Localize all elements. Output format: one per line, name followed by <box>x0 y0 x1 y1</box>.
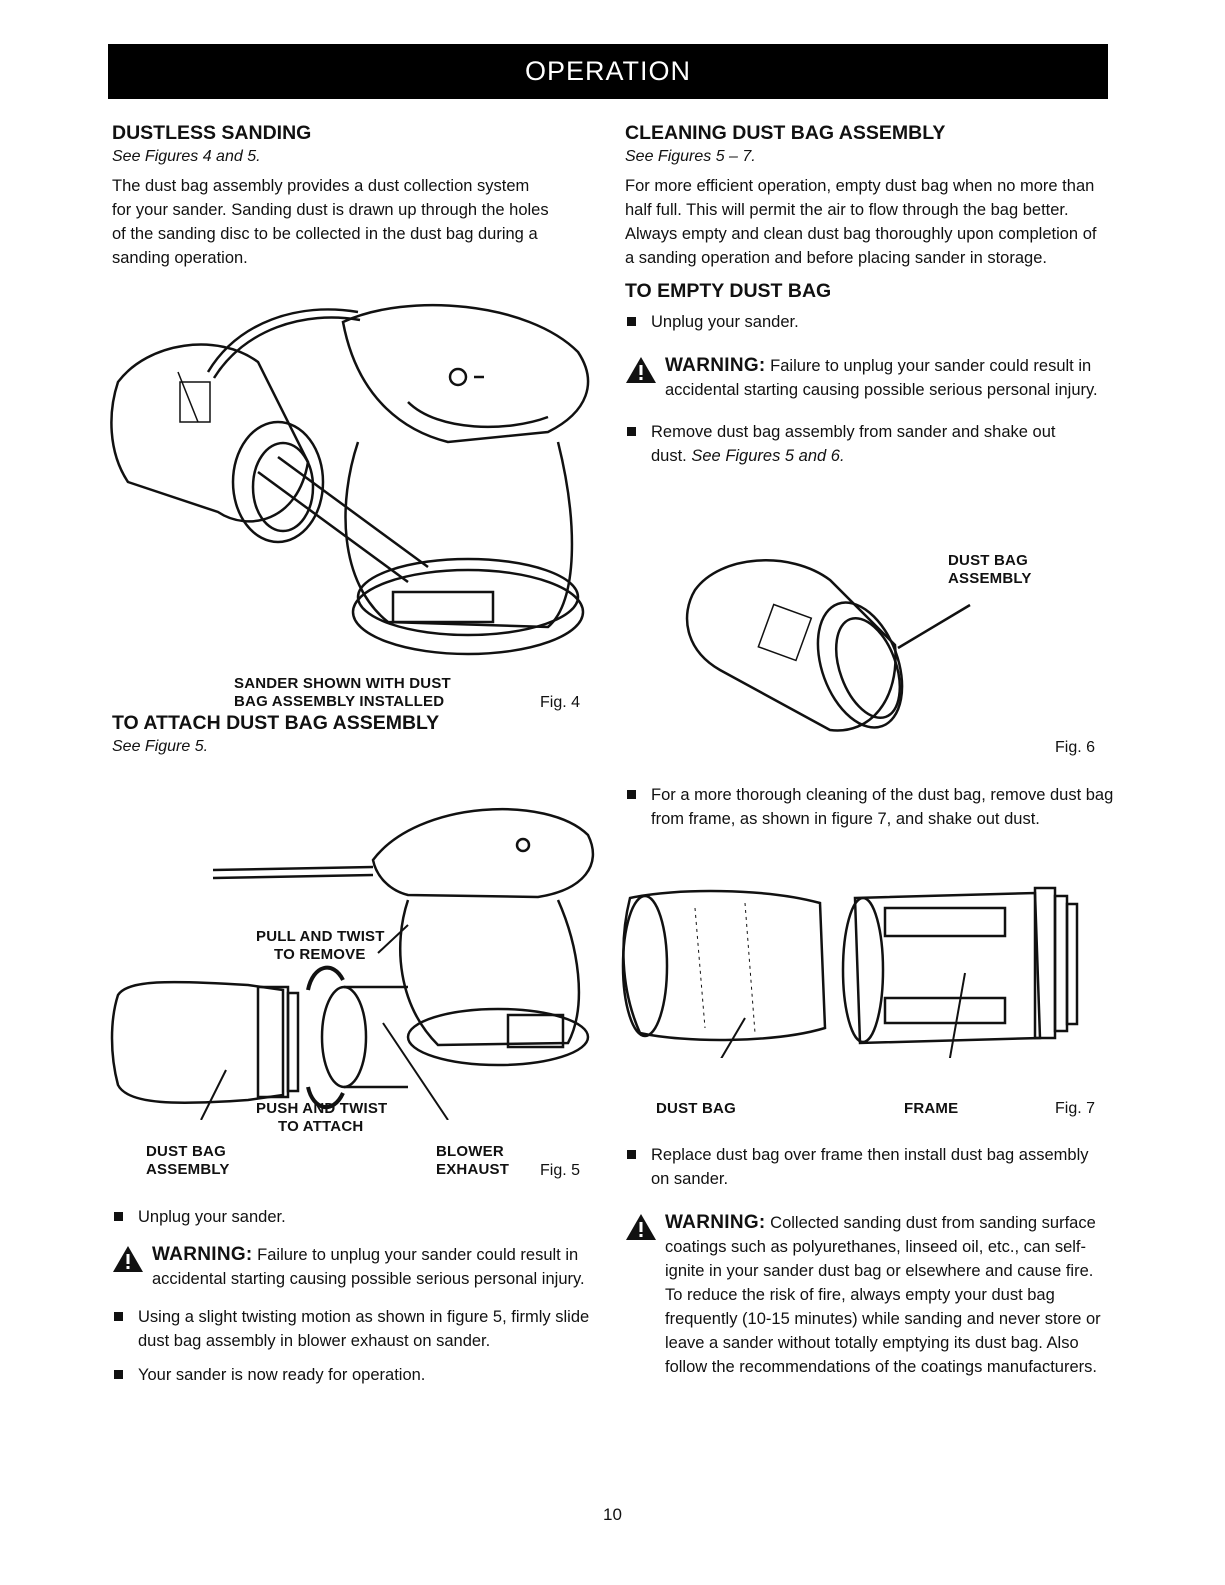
attach-heading: TO ATTACH DUST BAG ASSEMBLY <box>112 712 440 734</box>
cleaning-body: For more efficient operation, empty dust… <box>625 177 1097 267</box>
fig5-push-callout: PUSH AND TWIST TO ATTACH <box>256 1100 387 1136</box>
warning-icon <box>626 357 656 383</box>
dustless-sanding-heading: DUSTLESS SANDING <box>112 122 312 144</box>
section-banner: OPERATION <box>108 44 1108 99</box>
dustless-sanding-body: The dust bag assembly provides a dust co… <box>112 177 549 267</box>
bullet-unplug-left: Unplug your sander. <box>112 1205 600 1229</box>
bullet-unplug-right: Unplug your sander. <box>625 310 1115 334</box>
bullet-remove: Remove dust bag assembly from sander and… <box>625 420 1071 468</box>
thorough-section: For a more thorough cleaning of the dust… <box>625 783 1115 831</box>
fig5-blower-line1: BLOWER <box>436 1143 504 1160</box>
warning-left-text: Failure to unplug your sander could resu… <box>152 1246 585 1288</box>
fig6-label: Fig. 6 <box>1055 739 1096 756</box>
attach-section: TO ATTACH DUST BAG ASSEMBLY See Figure 5… <box>112 710 600 758</box>
fig5-pull-line2: TO REMOVE <box>274 946 366 963</box>
page-title: OPERATION <box>524 56 692 86</box>
dust-bag-and-frame-illustration <box>621 886 1079 1058</box>
fig4-caption-line2: BAG ASSEMBLY INSTALLED <box>234 693 445 710</box>
warning-icon <box>626 1214 656 1240</box>
warning-right-1-text: Failure to unplug your sander could resu… <box>665 357 1098 399</box>
empty-heading: TO EMPTY DUST BAG <box>625 280 832 302</box>
fig6-callout-line2: ASSEMBLY <box>948 570 1032 587</box>
attach-dust-bag-illustration <box>110 807 595 1120</box>
bullet-slide: Using a slight twisting motion as shown … <box>112 1305 598 1353</box>
fig5-pull-callout: PULL AND TWIST TO REMOVE <box>256 928 385 964</box>
fig4-caption: SANDER SHOWN WITH DUST BAG ASSEMBLY INST… <box>234 675 451 711</box>
dustless-sanding-see: See Figures 4 and 5. <box>112 148 261 165</box>
warning-left: WARNING: Failure to unplug your sander c… <box>112 1243 622 1291</box>
warning-left-label: WARNING: <box>152 1244 253 1265</box>
sander-with-dust-bag-illustration <box>110 303 590 656</box>
fig5-blower-callout: BLOWER EXHAUST <box>436 1143 509 1179</box>
bullet-remove-text: Remove dust bag assembly from sander and… <box>651 423 1056 465</box>
fig5-pull-line1: PULL AND TWIST <box>256 928 385 945</box>
warning-right-1: WARNING: Failure to unplug your sander c… <box>625 354 1115 402</box>
fig5-blower-line2: EXHAUST <box>436 1161 510 1178</box>
cleaning-see: See Figures 5 – 7. <box>625 148 756 165</box>
fig5-push-line2: TO ATTACH <box>278 1118 364 1135</box>
warning-right-2: WARNING: Collected sanding dust from san… <box>625 1211 1105 1379</box>
fig5-label: Fig. 5 <box>540 1162 581 1179</box>
fig6-callout: DUST BAG ASSEMBLY <box>948 552 1032 588</box>
right-column: CLEANING DUST BAG ASSEMBLY See Figures 5… <box>625 120 1115 468</box>
fig4-caption-line1: SANDER SHOWN WITH DUST <box>234 675 451 692</box>
warning-right-2-text: Collected sanding dust from sanding surf… <box>665 1214 1101 1376</box>
bullet-replace: Replace dust bag over frame then install… <box>625 1143 1111 1191</box>
page-number: 10 <box>603 1505 622 1524</box>
fig5-dust-line1: DUST BAG <box>146 1143 226 1160</box>
left-column: DUSTLESS SANDING See Figures 4 and 5. Th… <box>112 120 600 270</box>
fig5-push-line1: PUSH AND TWIST <box>256 1100 388 1117</box>
fig7-frame-callout: FRAME <box>904 1100 959 1117</box>
bullet-thorough: For a more thorough cleaning of the dust… <box>625 783 1121 831</box>
fig5-dust-bag-callout: DUST BAG ASSEMBLY <box>146 1143 230 1179</box>
cleaning-heading: CLEANING DUST BAG ASSEMBLY <box>625 122 946 144</box>
fig5-dust-line2: ASSEMBLY <box>146 1161 230 1178</box>
attach-see: See Figure 5. <box>112 738 209 755</box>
warning-icon <box>113 1246 143 1272</box>
fig7-label: Fig. 7 <box>1055 1100 1096 1117</box>
warning-right-2-label: WARNING: <box>665 1212 766 1233</box>
attach-instructions: Unplug your sander. WARNING: Failure to … <box>112 1205 600 1387</box>
dust-bag-assembly-illustration <box>685 559 971 732</box>
replace-section: Replace dust bag over frame then install… <box>625 1143 1115 1379</box>
bullet-ready: Your sander is now ready for operation. <box>112 1363 600 1387</box>
fig6-callout-line1: DUST BAG <box>948 552 1028 569</box>
warning-right-1-label: WARNING: <box>665 355 766 376</box>
fig4-label: Fig. 4 <box>540 694 581 711</box>
bullet-remove-see: See Figures 5 and 6. <box>691 447 845 465</box>
fig7-dust-bag-callout: DUST BAG <box>656 1100 736 1117</box>
